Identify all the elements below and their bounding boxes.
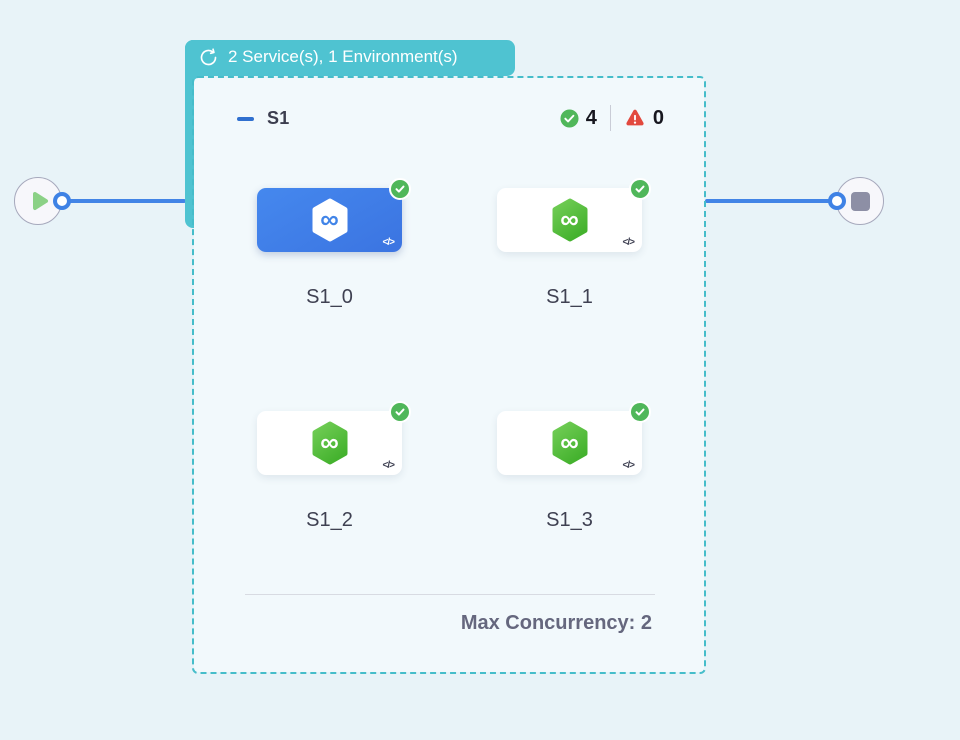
infinity-icon: ∞ xyxy=(320,203,339,234)
status-check-badge xyxy=(629,401,651,423)
stage-name: S1 xyxy=(267,108,290,128)
service-hexagon-icon: ∞ xyxy=(550,420,590,466)
max-concurrency-label: Max Concurrency: 2 xyxy=(460,612,652,634)
service-label: S1_0 xyxy=(306,286,353,308)
collapse-dash-icon[interactable] xyxy=(237,116,254,121)
service-hexagon-icon: ∞ xyxy=(310,420,350,466)
service-label: S1_1 xyxy=(546,286,593,308)
service-cell: ∞ </> S1_2 xyxy=(257,401,411,532)
status-check-badge xyxy=(629,178,651,200)
success-count: 4 xyxy=(585,106,597,129)
footer-divider xyxy=(245,594,655,595)
stage-badge[interactable]: 2 Service(s), 1 Environment(s) xyxy=(185,40,515,76)
service-hexagon-icon: ∞ xyxy=(310,197,350,243)
code-icon: </> xyxy=(382,237,396,248)
service-card-s1-0[interactable]: ∞ </> xyxy=(257,178,411,252)
service-cell: ∞ </> S1_3 xyxy=(497,401,651,532)
stage-badge-label: 2 Service(s), 1 Environment(s) xyxy=(228,47,458,66)
service-card-s1-2[interactable]: ∞ </> xyxy=(257,401,411,475)
play-icon xyxy=(30,190,50,212)
infinity-icon: ∞ xyxy=(320,426,339,457)
service-label: S1_2 xyxy=(306,509,353,531)
service-cell: ∞ </> S1_0 xyxy=(257,178,411,309)
warning-icon xyxy=(624,107,646,129)
service-cell: ∞ </> S1_1 xyxy=(497,178,651,309)
service-card-s1-3[interactable]: ∞ </> xyxy=(497,401,651,475)
end-port xyxy=(828,192,846,210)
loop-icon xyxy=(198,47,219,68)
stop-icon xyxy=(850,191,870,211)
connector-line-right xyxy=(705,199,830,203)
service-label: S1_3 xyxy=(546,509,593,531)
failure-count: 0 xyxy=(652,106,664,129)
success-check-icon xyxy=(560,108,579,128)
stage-header: S1 xyxy=(237,108,289,129)
service-card-s1-1[interactable]: ∞ </> xyxy=(497,178,651,252)
code-icon: </> xyxy=(622,237,636,248)
connector-line-left xyxy=(66,199,186,203)
code-icon: </> xyxy=(622,460,636,471)
infinity-icon: ∞ xyxy=(560,426,579,457)
code-icon: </> xyxy=(382,460,396,471)
start-port xyxy=(53,192,71,210)
infinity-icon: ∞ xyxy=(560,203,579,234)
stage-status: 4 0 xyxy=(560,105,664,131)
status-check-badge xyxy=(389,178,411,200)
status-check-badge xyxy=(389,401,411,423)
count-divider xyxy=(609,105,611,131)
stage-container: S1 4 0 xyxy=(192,76,706,674)
service-hexagon-icon: ∞ xyxy=(550,197,590,243)
